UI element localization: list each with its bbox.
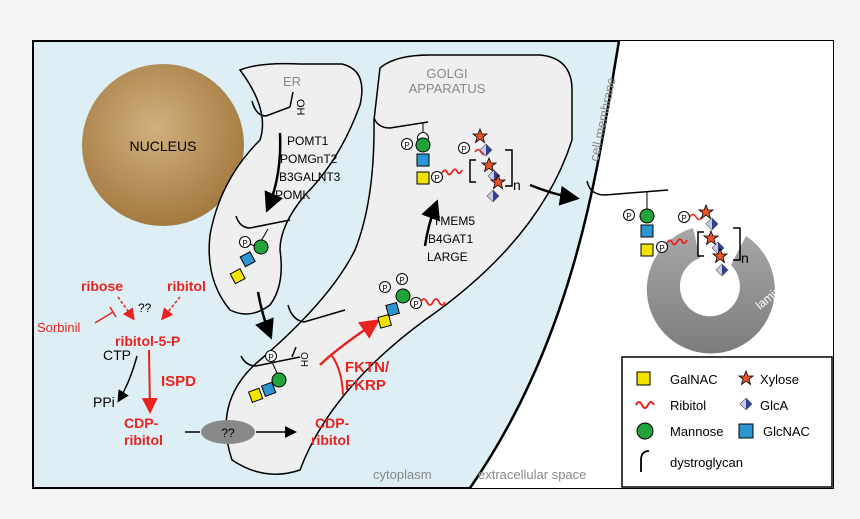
mannose-symbol	[253, 239, 269, 255]
repeat-n-2: n	[741, 250, 749, 266]
phosphate-label: P	[461, 145, 466, 154]
golgi-glycan-full: P P P n	[373, 117, 521, 203]
legend: GalNAC Xylose Ribitol GlcA Mannose GlcNA…	[621, 356, 833, 488]
extracellular-glycan: P P P n	[586, 180, 749, 277]
legend-glca: GlcA	[760, 398, 789, 413]
unknown-transporter	[201, 420, 255, 444]
phosphate-label: P	[434, 174, 439, 183]
legend-dystroglycan: dystroglycan	[670, 455, 743, 470]
golgi-glycan-2: P P P	[287, 273, 446, 329]
ctp-label: CTP	[103, 347, 131, 363]
enzyme-fkrp: FKRP	[345, 377, 386, 394]
legend-glcnac-symbol	[738, 423, 754, 439]
legend-ribitol-symbol	[635, 401, 655, 409]
unknown-transporter-label: ??	[221, 426, 235, 440]
export-arrow	[529, 183, 580, 206]
phosphate-symbol	[239, 236, 251, 248]
legend-mannose-symbol	[636, 422, 654, 440]
legend-xylose: Xylose	[760, 372, 799, 387]
phosphate-label: P	[242, 239, 247, 248]
phosphate-label: P	[626, 212, 631, 221]
repeat-n: n	[513, 177, 521, 193]
er-label: ER	[283, 74, 301, 89]
legend-glcnac: GlcNAC	[763, 424, 810, 439]
er-arrow	[264, 132, 284, 213]
phosphate-label: P	[268, 353, 273, 362]
golgi-label-1: GOLGI	[426, 66, 467, 81]
enzyme-large: LARGE	[427, 250, 468, 264]
enzyme-ispd: ISPD	[161, 373, 196, 390]
cytoplasm-label: cytoplasm	[373, 467, 432, 482]
galnac-symbol	[229, 268, 246, 285]
er-to-golgi-arrow	[255, 291, 274, 340]
enzyme-pomk: POMK	[275, 188, 310, 202]
cdp-ribitol-2a: CDP-	[315, 415, 350, 431]
cell-membrane	[468, 40, 621, 489]
enzyme-pomgnt2: POMGnT2	[280, 152, 338, 166]
enzyme-tmem5: TMEM5	[433, 214, 475, 228]
golgi-arrow	[421, 199, 441, 247]
phosphate-label: P	[681, 214, 686, 223]
legend-galnac: GalNAC	[670, 372, 718, 387]
cdp-ribitol-1a: CDP-	[124, 415, 159, 431]
er-glycan: P	[229, 215, 291, 285]
phosphate-label: P	[382, 284, 387, 293]
glcnac-symbol	[239, 251, 256, 268]
enzyme-b4gat1: B4GAT1	[428, 232, 473, 246]
legend-mannose: Mannose	[670, 424, 723, 439]
golgi-glycan-1: OH P	[240, 346, 309, 403]
ribitol-5p-label: ribitol-5-P	[115, 333, 180, 349]
extracellular-label: extracellular space	[478, 467, 586, 482]
laminin	[646, 228, 775, 354]
sorbinil-label: Sorbinil	[37, 320, 80, 335]
fktn-arrow	[319, 319, 381, 366]
ribitol-label: ribitol	[167, 278, 206, 294]
ispd-arrow	[141, 349, 158, 414]
golgi-label-2: APPARATUS	[409, 81, 486, 96]
phosphate-label: P	[659, 244, 664, 253]
nucleus-label: NUCLEUS	[130, 138, 197, 154]
endoplasmic-reticulum	[208, 62, 363, 315]
hydroxyl-label: OH	[294, 99, 306, 116]
legend-galnac-symbol	[636, 371, 651, 386]
cdp-ribitol-input	[331, 355, 344, 396]
cdp-ribitol-2b: ribitol	[311, 432, 350, 448]
phosphate-label: P	[404, 141, 409, 150]
legend-dystroglycan-symbol	[640, 450, 650, 472]
enzyme-pomt1: POMT1	[287, 134, 329, 148]
ribose-label: ribose	[81, 278, 123, 294]
unknown-enzyme: ??	[138, 301, 152, 315]
cdp-ribitol-1b: ribitol	[124, 432, 163, 448]
golgi-apparatus	[225, 54, 573, 475]
er-dystroglycan	[251, 100, 291, 117]
nucleus	[82, 64, 244, 226]
phosphate-label: P	[413, 300, 418, 309]
enzyme-fktn: FKTN/	[345, 359, 390, 376]
enzyme-b3galnt3: B3GALNT3	[279, 170, 341, 184]
ppi-label: PPi	[93, 394, 115, 410]
phosphate-label: P	[399, 276, 404, 285]
hydroxyl-label-2: OH	[298, 352, 309, 367]
legend-ribitol: Ribitol	[670, 398, 706, 413]
